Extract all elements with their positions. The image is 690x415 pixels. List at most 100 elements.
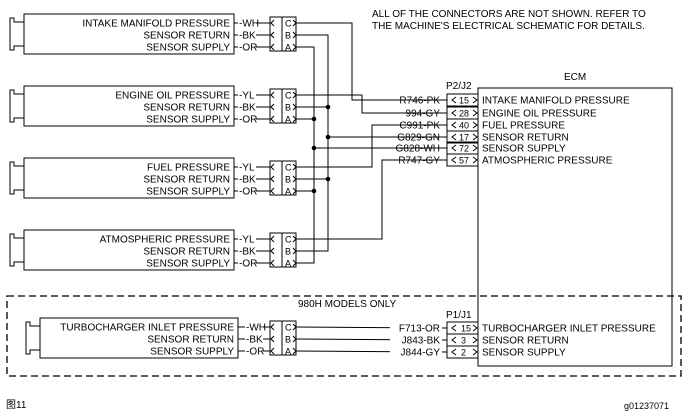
ecm-signal-label: TURBOCHARGER INLET PRESSURE [482,324,656,335]
sensor-pin-letter: C [285,235,292,245]
sensor-plug-shape [9,161,24,195]
ecm-turbo-pin-row: 2 SENSOR SUPPLY J844-GY [295,345,566,359]
sensor-body [23,85,235,127]
sensor-label: SENSOR SUPPLY [146,115,230,126]
splice-dot [311,145,317,151]
sensor-wire-code: -OR [239,115,257,126]
sensor-wire-code: -BK [239,175,256,186]
sensor-pin-letter: A [285,43,291,53]
figure-label: 图11 [6,399,27,411]
sensor-plug-shape [9,233,24,267]
sensor-block-0: INTAKE MANIFOLD PRESSURE -WH C SENSOR RETUR… [9,13,297,55]
wire [296,94,447,114]
sensor-pin-letter: B [285,103,291,113]
sensor-label: SENSOR RETURN [143,247,230,258]
sensor-label: ENGINE OIL PRESSURE [115,91,230,102]
ecm-wire-label: J843-BK [402,336,441,347]
sensor-wire-code: -BK [246,335,263,346]
sensor-pin-letter: B [285,31,291,41]
sensor-connector [269,232,297,268]
note-line-1: ALL OF THE CONNECTORS ARE NOT SHOWN. REF… [372,9,646,20]
sensor-wire-code: -OR [246,347,264,358]
sensor-pin-letter: C [285,19,292,29]
ecm-wire-label: J844-GY [401,348,441,359]
sensor-pin-letter: C [285,163,292,173]
sensor-label: SENSOR RETURN [143,175,230,186]
note-line-2: THE MACHINE'S ELECTRICAL SCHEMATIC FOR D… [372,21,645,32]
sensor-pin-letter: A [285,115,291,125]
sensor-label: ATMOSPHERIC PRESSURE [100,235,231,246]
ecm-wire-label: R746-PK [399,96,440,107]
sensor-body [23,13,235,55]
sensor-wire-code: -WH [239,19,259,30]
ecm-pin-number: 40 [459,121,469,131]
wire [296,22,447,101]
ecm-wire-label: C991-PK [399,121,440,132]
sensor-body [39,317,239,359]
sensor-connector [269,16,297,52]
ecm-wire-label: F713-OR [399,324,440,335]
sensor-pin-letter: A [285,259,291,269]
splice-dot [325,104,331,110]
sensor-wire-code: -BK [239,31,256,42]
ecm-wire-label: 994-GY [406,109,441,120]
sensor-label: TURBOCHARGER INLET PRESSURE [60,323,234,334]
splice-dot [311,116,317,122]
sensor-label: SENSOR SUPPLY [146,43,230,54]
turbo-section-title-bg [290,297,398,310]
sensor-label: INTAKE MANIFOLD PRESSURE [82,19,230,30]
ecm-signal-label: FUEL PRESSURE [482,121,565,132]
sensor-pin-letter: A [285,187,291,197]
sensor-label: FUEL PRESSURE [147,163,230,174]
sensor-connector [269,88,297,124]
figure-id: g01237071 [624,401,669,411]
ecm-pin-number: 15 [459,96,469,106]
sensor-wire-code: -YL [239,235,255,246]
connector-p1j1-label: P1/J1 [446,310,472,321]
sensor-connector [269,160,297,196]
sensor-label: SENSOR SUPPLY [150,347,234,358]
splice-dot [325,176,331,182]
splice-dot [311,188,317,194]
ecm-signal-label: SENSOR SUPPLY [482,348,566,359]
turbo-section-box [6,295,682,377]
wire [296,159,447,240]
ecm-wire-label: G829-GN [397,133,440,144]
sensor-body [23,229,235,271]
wire [296,46,315,264]
sensor-wire-code: -BK [239,103,256,114]
sensor-body [23,157,235,199]
sensor-plug-shape [9,89,24,123]
ecm-pin-number: 28 [459,109,469,119]
sensor-label: SENSOR RETURN [143,31,230,42]
ecm-pin-number: 2 [461,348,466,358]
sensor-label: SENSOR SUPPLY [146,187,230,198]
wire [296,34,329,252]
ecm-pin-number: 15 [461,324,471,334]
sensor-wire-code: -WH [246,323,266,334]
sensor-label: SENSOR RETURN [143,103,230,114]
ecm-title: ECM [564,72,586,83]
sensor-pin-letter: C [285,323,292,333]
connector-p2j2-label: P2/J2 [446,81,472,92]
sensor-plug-shape [9,17,24,51]
sensor-wire-code: -OR [239,43,257,54]
ecm-turbo-pin-row: 15 TURBOCHARGER INLET PRESSURE F713-OR [295,321,656,335]
splice-dot [325,134,331,140]
ecm-signal-label: SENSOR RETURN [482,133,569,144]
ecm-pin-number: 3 [461,336,466,346]
wire [296,124,447,168]
turbo-section-title: 980H MODELS ONLY [298,299,397,310]
